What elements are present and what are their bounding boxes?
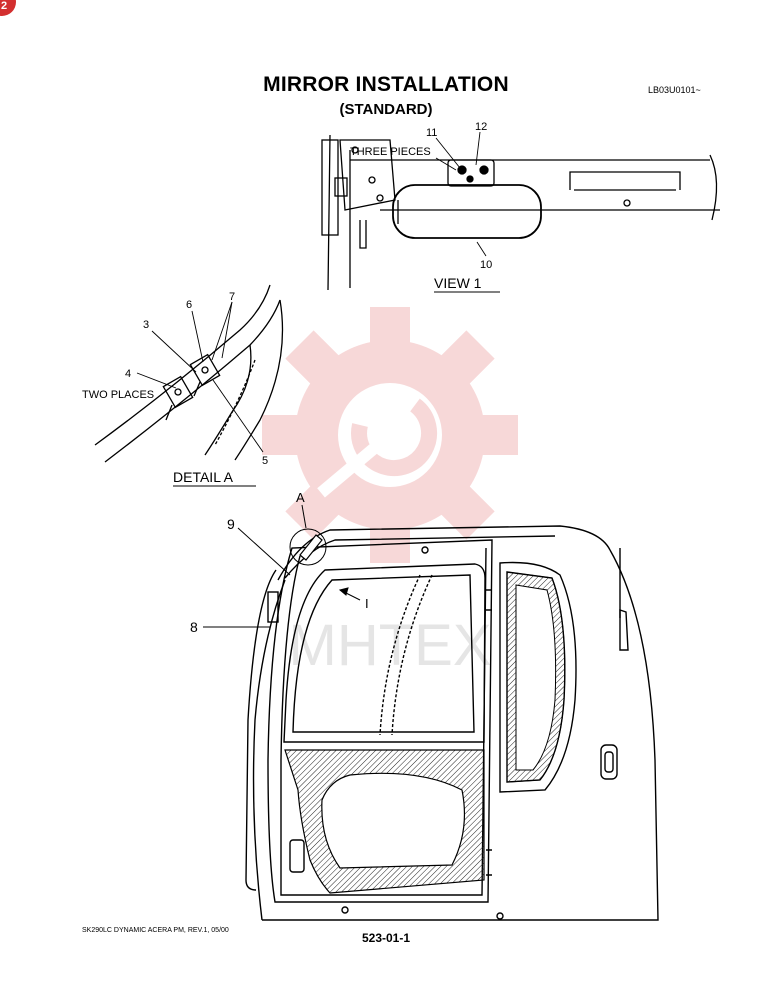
page-badge-number: 2 bbox=[1, 0, 8, 12]
view1-callout-11: 11 bbox=[426, 127, 437, 139]
serial-range: LB03U0101~ bbox=[648, 85, 701, 95]
cab-detail-marker-label: A bbox=[296, 490, 305, 505]
watermark-text: MHTEX bbox=[289, 613, 492, 678]
cab-detail-marker bbox=[203, 504, 361, 628]
view1-leaders bbox=[435, 131, 487, 257]
view1-callout-12: 12 bbox=[475, 121, 487, 133]
cab-view-marker: I bbox=[365, 596, 369, 611]
view1-drawing bbox=[321, 134, 720, 291]
detailA-note: TWO PLACES bbox=[82, 389, 154, 401]
door-panel-cutout bbox=[321, 772, 466, 869]
side-window-seal bbox=[506, 571, 566, 783]
cab-callout-9: 9 bbox=[227, 516, 235, 532]
view1-note: THREE PIECES bbox=[350, 146, 431, 158]
view1-caption: VIEW 1 bbox=[434, 275, 482, 291]
detailA-callout-5: 5 bbox=[262, 455, 268, 467]
page-title: MIRROR INSTALLATION bbox=[263, 73, 509, 96]
footer-model-rev: SK290LC DYNAMIC ACERA PM, REV.1, 05/00 bbox=[82, 927, 229, 934]
view1-callout-10: 10 bbox=[480, 259, 492, 271]
watermark-logo bbox=[262, 307, 518, 563]
detailA-drawing bbox=[94, 284, 284, 463]
detailA-callout-7: 7 bbox=[229, 291, 235, 303]
footer-page-number: 523-01-1 bbox=[361, 931, 411, 945]
detailA-leaders bbox=[136, 301, 264, 453]
cab-callout-8: 8 bbox=[190, 619, 198, 635]
detailA-caption: DETAIL A bbox=[173, 469, 234, 485]
page-subtitle: (STANDARD) bbox=[339, 101, 433, 118]
detailA-callout-6: 6 bbox=[186, 299, 192, 311]
detailA-callout-3: 3 bbox=[143, 319, 149, 331]
detailA-callout-4: 4 bbox=[125, 368, 131, 380]
